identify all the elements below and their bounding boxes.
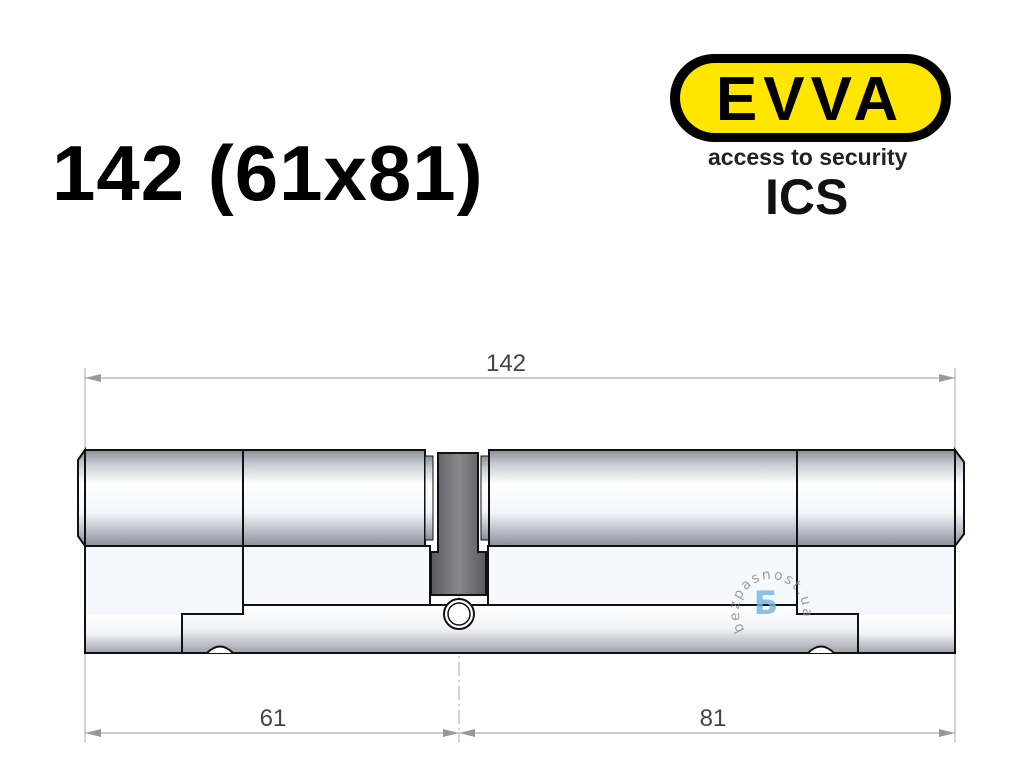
right-cylinder: [488, 449, 798, 547]
cylinder-body: [77, 446, 965, 654]
dimension-total-label: 142: [486, 350, 526, 377]
left-front-cylinder: [84, 449, 244, 547]
right-front-cylinder: [796, 449, 956, 547]
notch-right: [807, 645, 835, 654]
cylinder-variant: ICS: [765, 169, 849, 225]
brand-tagline: access to security: [708, 144, 908, 170]
dimension-total: 142: [85, 350, 955, 382]
watermark-letter: Б: [754, 584, 778, 622]
cam: [430, 452, 487, 596]
left-cylinder: [242, 449, 426, 547]
evva-logo: EVVA: [670, 54, 951, 142]
notch-left: [206, 645, 234, 654]
dimension-right-label: 81: [700, 705, 727, 732]
dimension-split: 61 81: [85, 705, 955, 737]
bottom-bar: [181, 604, 859, 654]
dimension-left-label: 61: [260, 705, 287, 732]
page-title: 142 (61x81): [52, 129, 484, 217]
svg-text:EVVA: EVVA: [716, 65, 904, 134]
